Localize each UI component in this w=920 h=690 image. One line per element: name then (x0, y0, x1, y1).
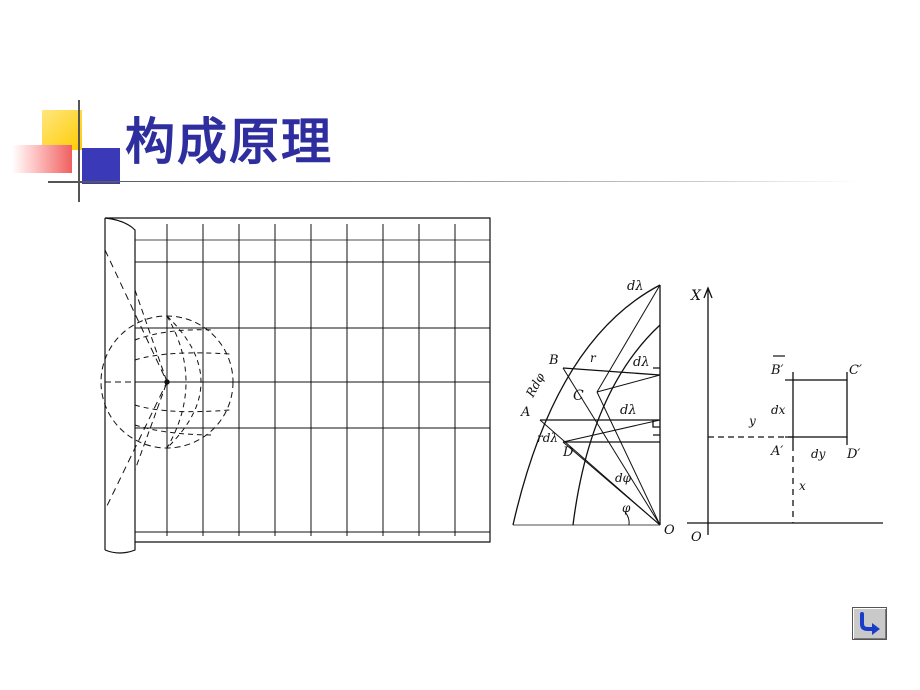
label-dx: dx (771, 403, 786, 417)
decor-blue-square (82, 148, 120, 184)
label-C-prime: C′ (849, 363, 862, 378)
label-B-prime: B′ (770, 363, 784, 378)
label-x: x (799, 479, 806, 493)
label-y: y (748, 414, 756, 428)
label-r: r (590, 351, 597, 365)
cylinder-projection-figure (100, 217, 491, 554)
label-dlambda-low: dλ (620, 403, 637, 418)
plane-coordinate-diagram: X B′ C′ dx y A′ dy D′ x O (687, 286, 883, 545)
decor-red-gradient (12, 145, 72, 173)
label-rdlambda: rdλ (537, 431, 558, 445)
decor-yellow-square (42, 110, 82, 150)
label-dy: dy (811, 447, 826, 461)
decor-vertical-line (78, 100, 80, 202)
label-D: D (562, 445, 574, 460)
label-A: A (520, 405, 530, 420)
label-B: B (548, 353, 559, 368)
label-dphi: dφ (615, 471, 632, 485)
label-O: O (691, 530, 702, 545)
label-A-prime: A′ (770, 444, 783, 459)
return-button[interactable] (852, 607, 887, 640)
label-X: X (690, 288, 702, 304)
sector-diagram: dλ B r dλ Rdφ C A dλ rdλ D dφ φ O (512, 279, 675, 538)
label-dlambda-mid: dλ (633, 355, 650, 370)
decor-horizontal-line (48, 181, 118, 183)
return-arrow-icon (860, 612, 880, 635)
title-underline (60, 181, 860, 182)
label-phi: φ (622, 501, 631, 515)
label-D-prime: D′ (846, 447, 860, 462)
label-O: O (664, 523, 675, 538)
label-dlambda-top: dλ (627, 279, 644, 294)
page-title: 构成原理 (125, 113, 333, 171)
label-Rdphi: Rdφ (523, 370, 548, 400)
label-C: C (573, 388, 584, 404)
